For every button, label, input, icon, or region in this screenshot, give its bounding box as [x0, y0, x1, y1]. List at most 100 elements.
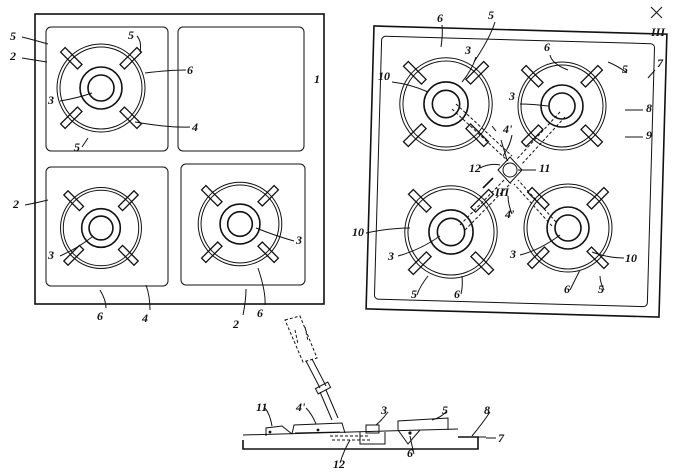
grate-arm: [469, 250, 495, 276]
ref-10-c: 10: [625, 251, 637, 265]
leader-line: [460, 275, 463, 295]
burner-outer-ring-inner-edge: [526, 186, 610, 270]
section-duct-inner: [294, 431, 341, 434]
grate-arm: [402, 122, 428, 148]
ref-7-b: 7: [498, 431, 505, 445]
burner-outer-ring: [517, 61, 607, 151]
leader-line: [375, 411, 389, 426]
leader-line: [519, 103, 549, 107]
ref-10-b: 10: [352, 225, 364, 239]
burner-outer-ring-inner-edge: [520, 64, 604, 148]
ref-6-g: 6: [564, 282, 570, 296]
burner-outer-ring-inner-edge: [402, 60, 490, 148]
reference-numerals: 1 5 2 5 6 3 4 5 2 3 3 6 4 2 6 6 5 7 III …: [9, 8, 666, 471]
section-duct-channel: [330, 435, 372, 441]
section-top-plate: [242, 428, 459, 436]
ref-6-e: 6: [544, 40, 550, 54]
leader-line: [440, 24, 443, 48]
grate-arm: [526, 246, 550, 270]
leader-line: [21, 57, 48, 63]
leader-line: [409, 435, 415, 455]
grate-arm: [580, 124, 604, 148]
ref-8-b: 8: [484, 403, 490, 417]
right-cooktop-inner-panel: [373, 35, 655, 308]
central-igniter-knob: [502, 162, 518, 178]
burner-cap: [87, 74, 115, 102]
left-burner-panel-bottom-left: [45, 166, 169, 287]
ref-3-a: 3: [47, 93, 54, 107]
grate-arm: [62, 189, 85, 212]
ref-5-e: 5: [622, 62, 628, 76]
leader-line: [339, 439, 351, 464]
burner-outer-ring: [56, 43, 146, 133]
ref-6-h: 6: [407, 446, 413, 460]
grate-arm: [117, 189, 140, 212]
ref-12-a: 12: [469, 161, 481, 175]
right-cooktop: [365, 25, 668, 318]
burner-cap: [226, 210, 254, 238]
grate-arm: [257, 241, 280, 264]
burner-outer-ring: [197, 181, 283, 267]
leader-line: [305, 407, 317, 425]
ref-4-a: 4: [191, 120, 198, 134]
leader-line: [391, 81, 429, 93]
section-igniter-dot: [268, 430, 272, 434]
leader-line: [59, 236, 93, 257]
leader-line: [397, 235, 441, 257]
ref-11-b: 11: [256, 400, 267, 414]
lance-shaft-upper: [305, 358, 327, 389]
burner-cap: [548, 92, 576, 120]
burner-outer-ring-inner-edge: [407, 188, 495, 276]
ref-4-b: 4: [141, 311, 148, 325]
leader-line: [81, 137, 89, 148]
grate-arm: [464, 122, 490, 148]
left-cooktop-frame: [34, 13, 325, 305]
duct-leader: [491, 125, 508, 161]
ref-3-f: 3: [387, 249, 394, 263]
leader-line: [134, 121, 191, 128]
section-duct-dot: [316, 428, 320, 432]
ref-section-III: III: [494, 185, 510, 199]
burner-cap-ring: [428, 209, 474, 255]
ref-5-a: 5: [10, 29, 16, 43]
grate-arm: [586, 246, 610, 270]
section-view: [242, 315, 486, 450]
duct-upper-left: [451, 103, 513, 162]
ref-6-a: 6: [187, 63, 193, 77]
section-igniter-housing: [265, 425, 293, 436]
leader-line: [479, 163, 501, 169]
leader-line: [647, 69, 656, 79]
ref-4p-b: 4': [504, 207, 515, 221]
burner-right-top-left: [399, 57, 493, 151]
grate-arm: [257, 184, 280, 207]
ref-8-a: 8: [646, 101, 652, 115]
section-line-mark: [482, 177, 494, 189]
grate-arm: [200, 241, 223, 264]
grate-arm: [62, 244, 85, 267]
ref-section-mark: III: [650, 25, 666, 39]
leader-line: [549, 54, 569, 71]
leader-line: [431, 411, 447, 421]
left-burner-panel-bottom-right: [180, 163, 306, 286]
burner-cap-ring: [540, 84, 584, 128]
grate-arm: [586, 186, 610, 210]
duct-lower-right: [513, 179, 557, 227]
leader-line: [257, 267, 266, 306]
leader-line: [461, 56, 477, 83]
burner-outer-ring: [404, 185, 498, 279]
ref-4p-a: 4': [502, 122, 513, 136]
grate-arm: [119, 46, 143, 70]
burner-right-bottom-right: [523, 183, 613, 273]
duct-lower-left: [459, 177, 512, 231]
ref-3-b: 3: [47, 248, 54, 262]
section-duct-cover: [291, 422, 346, 435]
ref-7-a: 7: [657, 56, 664, 70]
duct-upper-right: [515, 111, 566, 166]
burner-outer-ring-inner-edge: [59, 46, 143, 130]
burner-cap-ring: [219, 203, 261, 245]
ref-2-a: 2: [9, 49, 16, 63]
ref-4p-c: 4': [295, 400, 306, 414]
grate-arm: [407, 250, 433, 276]
